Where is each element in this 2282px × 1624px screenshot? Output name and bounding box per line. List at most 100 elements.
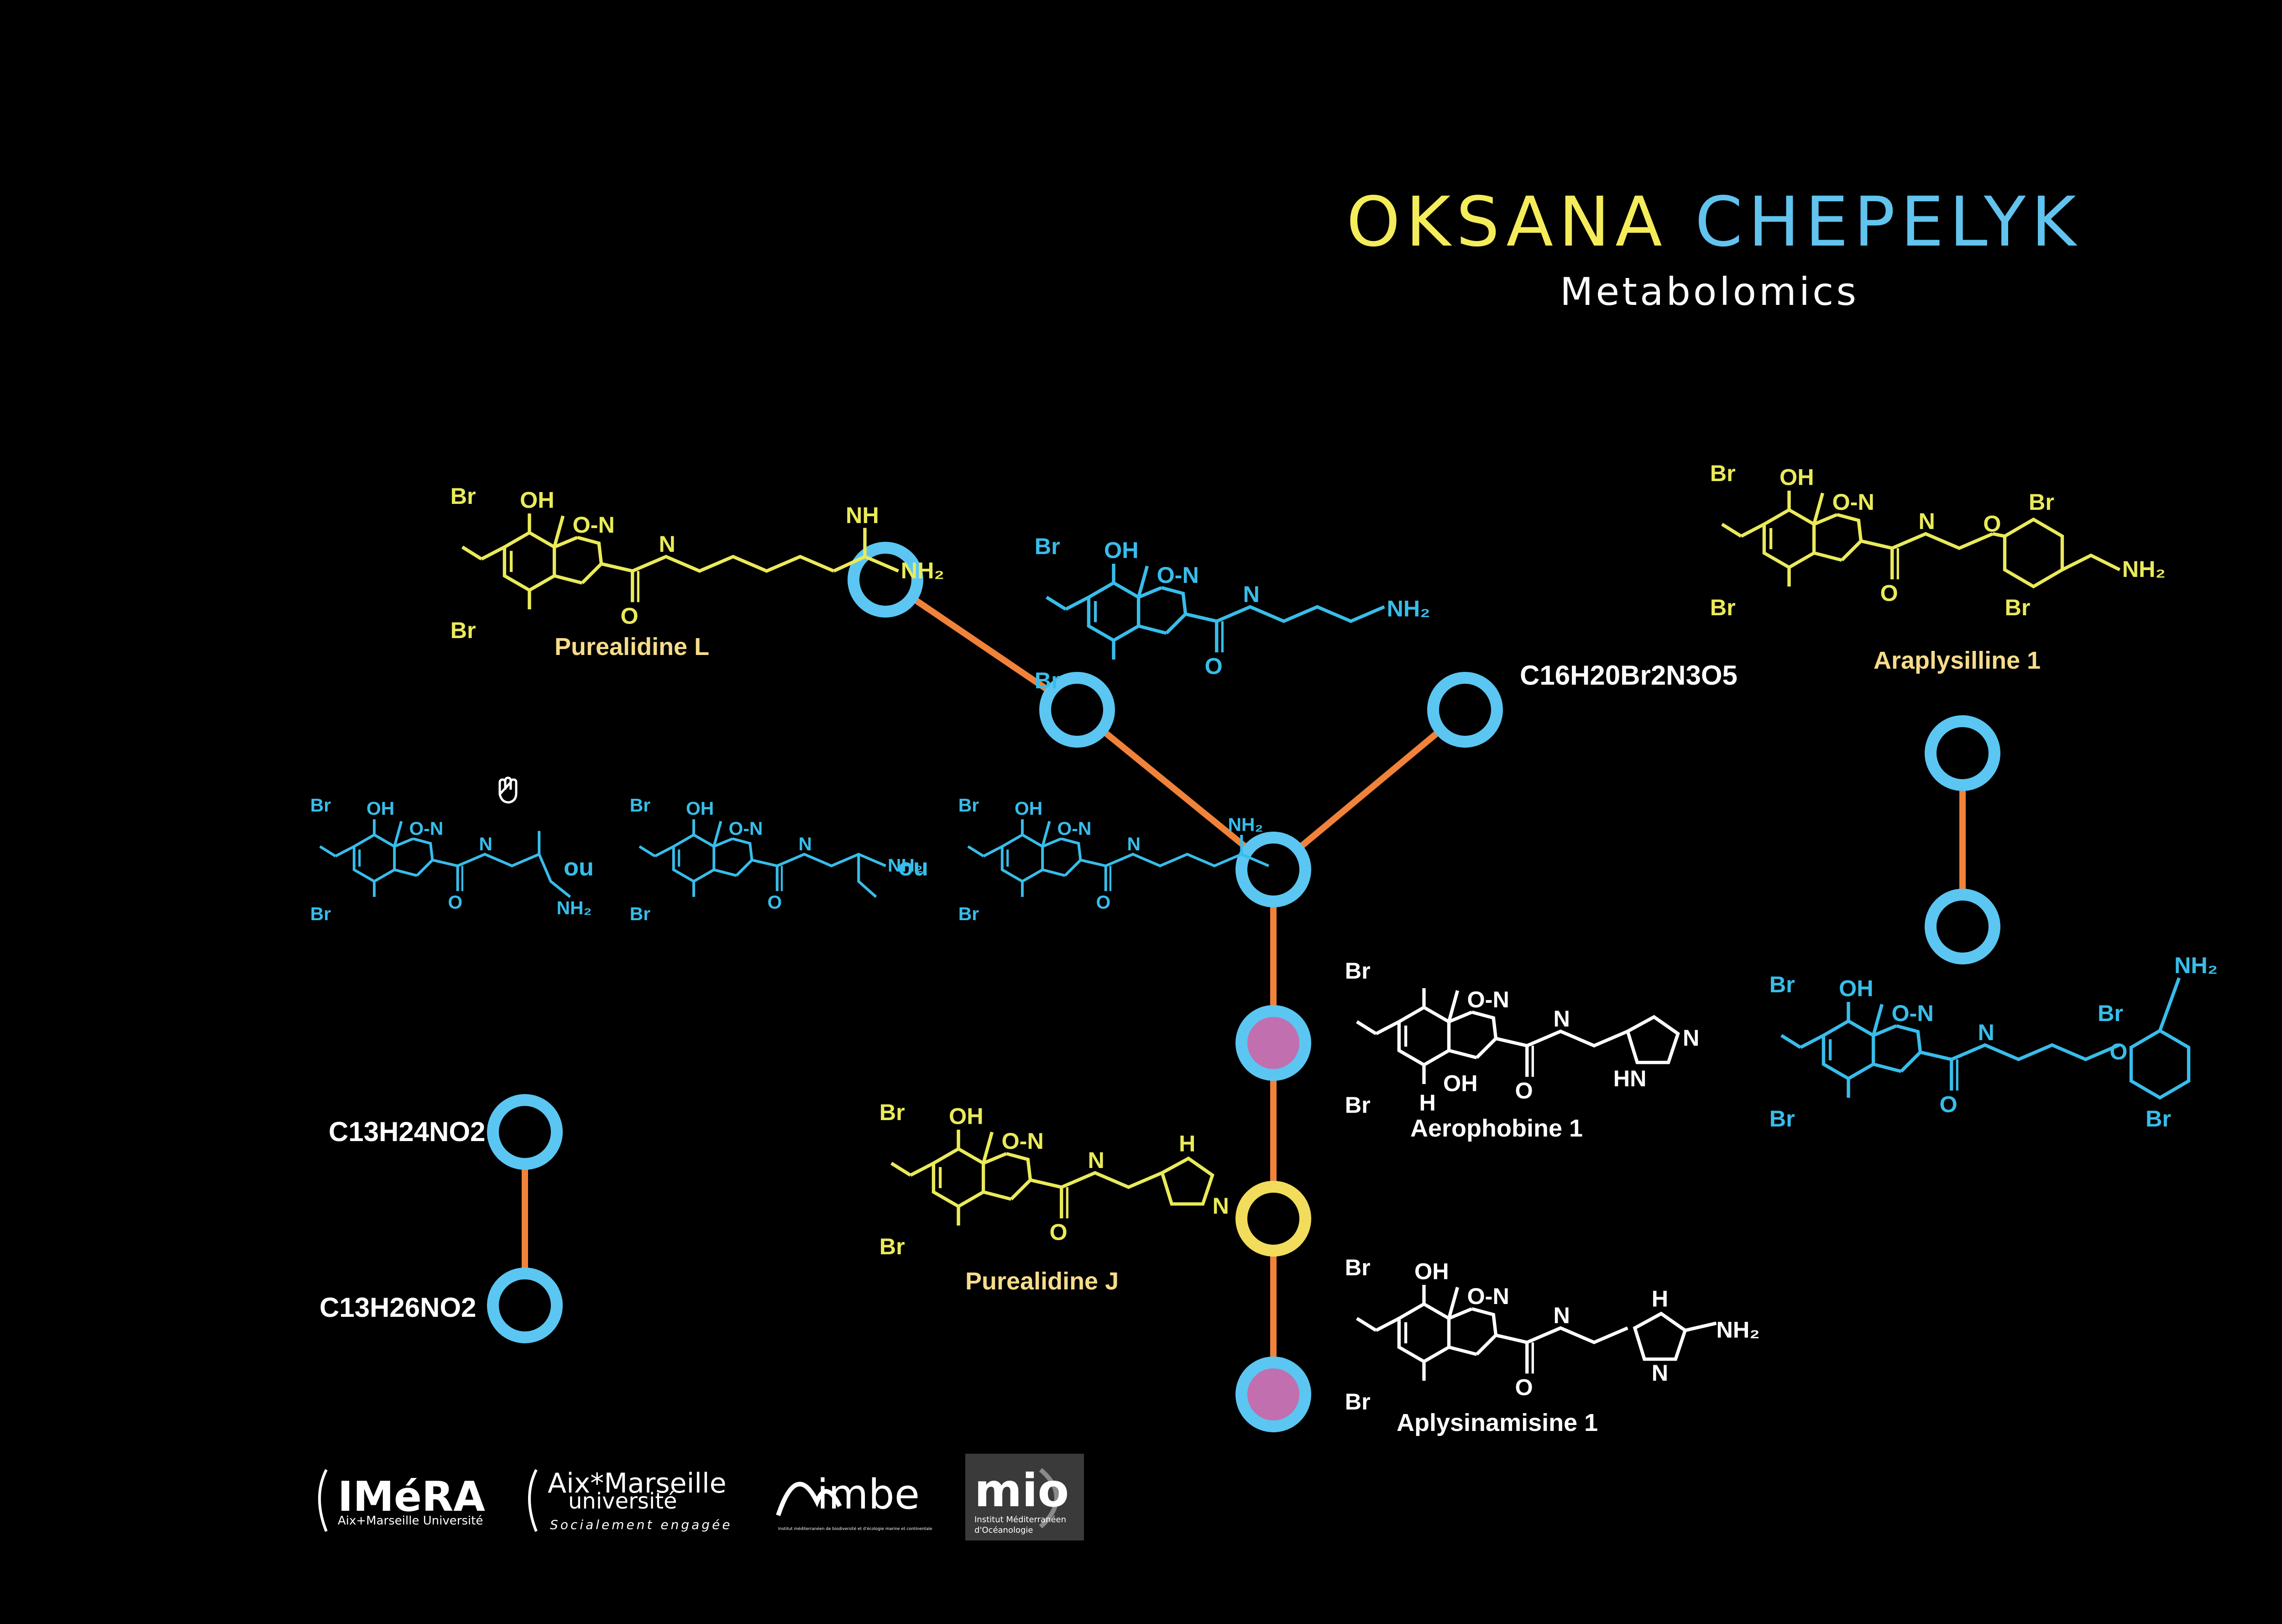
svg-text:H: H (1179, 1130, 1195, 1156)
molecule-aplysinamisine-1: Br OH Br O-N O N H N NH₂ (1345, 1254, 1760, 1414)
svg-text:O: O (1983, 510, 2001, 536)
edge-2 (1074, 707, 1277, 873)
svg-text:Br: Br (879, 1233, 905, 1259)
svg-text:O: O (1880, 580, 1898, 606)
node-blue-2 (1039, 672, 1115, 748)
logo-mio-sub1: Institut Méditerranéen (974, 1515, 1066, 1524)
svg-text:OH: OH (1015, 798, 1042, 819)
svg-text:OH: OH (1443, 1070, 1478, 1096)
svg-text:Br: Br (1769, 1105, 1795, 1132)
svg-text:O: O (1940, 1091, 1957, 1117)
svg-text:OH: OH (1839, 975, 1874, 1001)
molecule-araplysilline-1: Br OH Br O-N O N O Br Br NH₂ (1710, 460, 2166, 620)
svg-text:Br: Br (2029, 489, 2054, 515)
svg-text:O: O (1515, 1374, 1533, 1400)
svg-text:O-N: O-N (1467, 1283, 1509, 1309)
node-araplysilline-1 (1925, 715, 2000, 791)
logo-imbe-sub: Institut méditerranéen de biodiversité e… (778, 1526, 932, 1531)
logo-mio-sub2: d'Océanologie (974, 1525, 1033, 1535)
svg-text:O-N: O-N (729, 818, 763, 839)
svg-text:N: N (1088, 1147, 1104, 1173)
node-c13h26 (487, 1268, 563, 1343)
svg-text:Br: Br (958, 795, 979, 816)
svg-text:Br: Br (1035, 533, 1060, 559)
svg-text:N: N (1978, 1019, 1994, 1045)
svg-text:N: N (1554, 1302, 1570, 1328)
hand-cursor-icon (498, 776, 518, 804)
edge-3 (1270, 707, 1468, 873)
svg-text:Br: Br (1345, 958, 1371, 984)
svg-text:O-N: O-N (1057, 818, 1092, 839)
svg-text:N: N (1683, 1025, 1699, 1051)
svg-text:Br: Br (310, 903, 331, 924)
isomer-separator-2: ou (898, 854, 928, 881)
node-araplysilline-2 (1925, 889, 2000, 964)
svg-text:O: O (448, 892, 463, 913)
node-aerophobine-1 (1235, 1005, 1311, 1081)
svg-text:Br: Br (1769, 971, 1795, 997)
svg-text:O-N: O-N (1002, 1128, 1044, 1154)
svg-text:N: N (799, 833, 812, 854)
molecule-purealidine-j: Br OH Br O-N O N H N (879, 1099, 1229, 1259)
logo-imera: IMéRA Aix+Marseille Université (318, 1469, 485, 1532)
logo-imera-text: IMéRA (338, 1473, 485, 1521)
label-purealidine-l: Purealidine L (555, 633, 709, 660)
poster-title: OKSANA CHEPELYK (1346, 183, 2082, 262)
formula-c13h26no2: C13H26NO2 (319, 1292, 476, 1323)
molecule-blue-amine: Br OH Br O-N O N NH₂ (1035, 533, 1430, 693)
svg-text:H: H (1419, 1090, 1436, 1116)
network-edges (522, 576, 1966, 1398)
svg-text:NH₂: NH₂ (1387, 596, 1430, 622)
svg-text:N: N (1127, 833, 1141, 854)
svg-text:Br: Br (450, 483, 476, 509)
formula-c13h24no2: C13H24NO2 (329, 1116, 486, 1147)
svg-text:Br: Br (1710, 460, 1736, 486)
logo-amu-sub: Socialement engagée (550, 1517, 733, 1532)
molecule-isomer-b: Br OH Br O-N O N NH₂ (630, 795, 923, 924)
svg-text:N: N (1213, 1193, 1229, 1219)
svg-text:Br: Br (879, 1099, 905, 1125)
svg-text:OH: OH (686, 798, 714, 819)
label-aerophobine-1: Aerophobine 1 (1410, 1115, 1583, 1142)
svg-text:Br: Br (1710, 594, 1736, 620)
svg-text:Br: Br (630, 903, 650, 924)
network-nodes (487, 542, 2000, 1432)
svg-text:O: O (1096, 892, 1111, 913)
svg-text:NH₂: NH₂ (2174, 952, 2218, 978)
title-last-name: CHEPELYK (1695, 183, 2082, 262)
svg-text:NH₂: NH₂ (1228, 814, 1263, 835)
svg-text:O: O (1515, 1078, 1533, 1104)
svg-text:O-N: O-N (1892, 1000, 1934, 1026)
svg-text:NH₂: NH₂ (557, 897, 592, 918)
svg-text:O: O (1205, 653, 1223, 679)
svg-text:Br: Br (2146, 1105, 2171, 1132)
molecule-purealidine-l: Br OH Br O-N O N NH NH₂ (450, 483, 944, 643)
svg-text:N: N (1652, 1360, 1668, 1386)
svg-text:NH: NH (846, 502, 879, 528)
node-center (1235, 832, 1311, 907)
logo-mio-text: mio (974, 1464, 1069, 1517)
svg-text:OH: OH (949, 1103, 984, 1129)
svg-text:H: H (1652, 1285, 1668, 1311)
svg-text:OH: OH (1104, 537, 1139, 563)
isomer-separator-1: ou (564, 854, 594, 881)
svg-text:Br: Br (1345, 1092, 1371, 1118)
logo-aix-marseille: Aix*Marseille université Socialement eng… (528, 1467, 733, 1532)
logo-imbe: imbe Institut méditerranéen de biodivers… (776, 1471, 932, 1531)
svg-text:NH₂: NH₂ (1717, 1317, 1760, 1343)
svg-text:NH₂: NH₂ (888, 855, 923, 876)
logo-imbe-text: imbe (817, 1471, 920, 1519)
svg-text:NH₂: NH₂ (901, 557, 944, 583)
svg-text:N: N (1243, 581, 1260, 607)
svg-text:OH: OH (520, 487, 555, 513)
svg-text:Br: Br (1345, 1388, 1371, 1414)
label-aplysinamisine-1: Aplysinamisine 1 (1397, 1409, 1598, 1436)
svg-text:O: O (621, 603, 639, 629)
molecule-isomer-a: Br OH Br O-N O N NH₂ (310, 795, 592, 924)
svg-text:NH₂: NH₂ (2122, 556, 2166, 582)
svg-text:O-N: O-N (409, 818, 444, 839)
logo-amu-top: Aix*Marseille (548, 1467, 727, 1499)
title-first-name: OKSANA (1346, 183, 1668, 262)
molecule-aerophobine-1: Br Br H OH O-N O N HN N (1345, 958, 1700, 1118)
